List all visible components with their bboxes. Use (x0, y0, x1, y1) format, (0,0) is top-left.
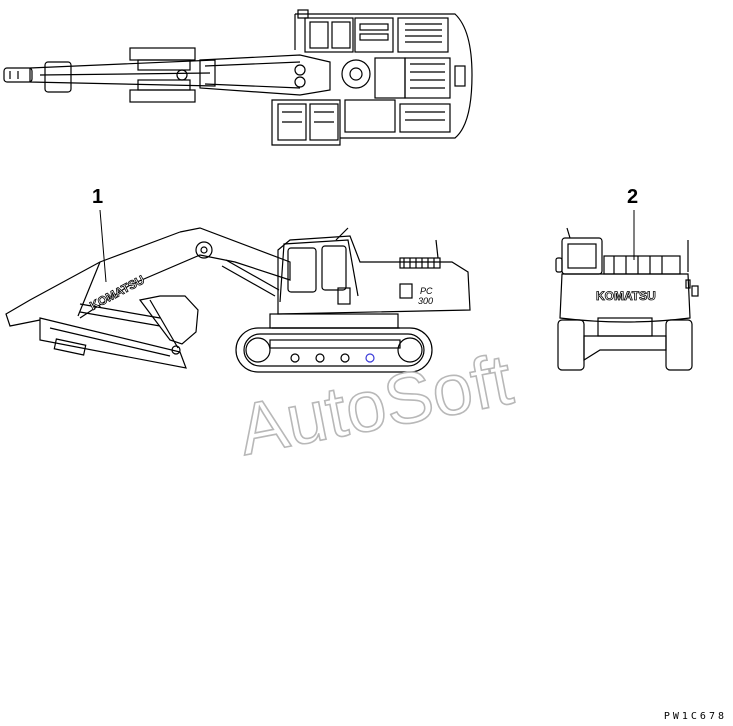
side-cab (279, 239, 359, 303)
side-arm (39, 317, 187, 369)
top-cab (304, 17, 354, 53)
boom-brand-decal: KOMATSU (87, 273, 146, 313)
top-upper-structure (271, 13, 473, 146)
drawing-code: PW1C678 (663, 711, 727, 722)
rear-body (559, 273, 691, 323)
callout-number-2: 2 (627, 186, 639, 208)
top-arm (29, 59, 216, 87)
rear-engine-hood (603, 255, 681, 275)
watermark: AutoSoft (232, 340, 518, 471)
rear-cab (561, 237, 603, 275)
rear-track-left (557, 319, 585, 371)
top-view (3, 9, 473, 146)
side-bucket (138, 295, 199, 345)
rear-brand-decal: KOMATSU (596, 289, 656, 303)
rear-track-right (665, 319, 693, 371)
callout-number-1: 1 (92, 186, 104, 208)
side-view (5, 227, 471, 373)
leader-lines (99, 209, 635, 283)
side-upper-body (277, 235, 471, 315)
top-boom (199, 54, 331, 96)
top-bucket (3, 67, 33, 83)
model-decal-line2: 300 (418, 296, 433, 306)
model-decal-line1: PC (420, 286, 433, 296)
side-boom (79, 227, 291, 319)
rear-view (555, 227, 699, 371)
leader-line-1 (99, 209, 107, 283)
